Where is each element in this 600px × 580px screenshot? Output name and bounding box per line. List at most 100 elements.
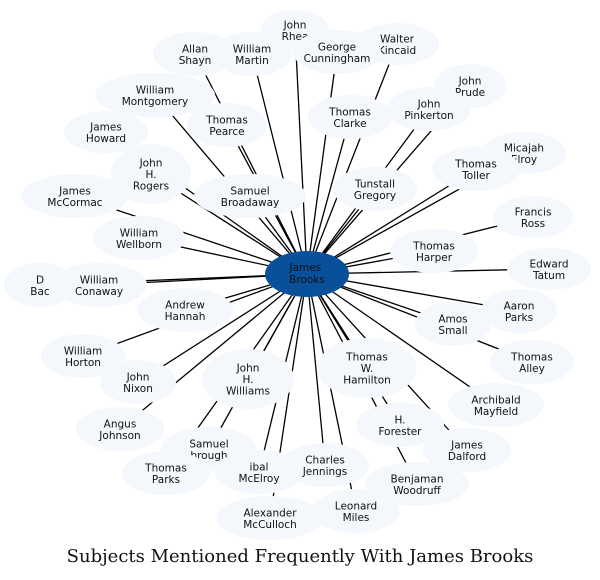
node-label-line: Walter — [380, 33, 415, 45]
node-label-line: Thomas — [328, 106, 371, 118]
node-shape — [507, 248, 591, 290]
node-label-line: James — [58, 185, 91, 197]
node-label-line: Archibald — [471, 394, 520, 406]
node-h-forester[interactable]: H.Forester — [356, 403, 444, 447]
node-label-line: Martin — [235, 55, 269, 67]
node-label-line: Williams — [226, 386, 270, 398]
node-shape — [95, 73, 215, 117]
node-label-line: Tatum — [532, 270, 565, 282]
node-label-line: Thomas — [510, 351, 553, 363]
node-label-line: Horton — [65, 357, 101, 369]
node-label-line: Charles — [305, 454, 345, 466]
node-label-line: Bac — [30, 286, 50, 298]
node-label-line: Jennings — [302, 466, 348, 478]
node-shape — [387, 87, 471, 131]
node-shape — [21, 174, 129, 218]
center-node-shape — [265, 251, 349, 297]
node-label-line: D — [36, 274, 44, 286]
node-label-line: Ross — [521, 218, 545, 230]
node-label-line: Edward — [529, 258, 568, 270]
center-label-line: James — [288, 262, 321, 274]
node-label-line: William — [136, 84, 174, 96]
node-label-line: brough — [190, 450, 227, 462]
node-shape — [194, 174, 306, 218]
node-label-line: Toller — [461, 170, 490, 182]
node-label-line: Thomas — [144, 462, 187, 474]
node-label-line: Thomas — [345, 352, 388, 364]
node-label-line: Alexander — [243, 507, 297, 519]
node-shape — [423, 428, 511, 472]
node-label-line: McElroy — [238, 473, 279, 485]
node-label-line: Parks — [152, 474, 180, 486]
node-shape — [137, 288, 233, 332]
node-label-line: Harper — [416, 252, 453, 264]
node-shape — [281, 443, 369, 487]
node-shape — [187, 103, 267, 147]
node-shape — [333, 167, 417, 211]
node-label-line: Thomas — [454, 158, 497, 170]
node-label-line: Samuel — [230, 185, 269, 197]
node-shape — [308, 95, 392, 139]
center-node-james-brooks[interactable]: James Brooks — [265, 251, 349, 297]
edge-john-nixon — [137, 273, 308, 383]
node-label-line: Conaway — [75, 286, 123, 298]
node-shape — [317, 338, 417, 398]
node-shape — [153, 32, 237, 76]
edge-archibald-mayfield — [306, 273, 497, 406]
node-label-line: Wellborn — [116, 239, 162, 251]
node-label-line: Clarke — [333, 118, 366, 130]
node-label-line: Thomas — [205, 114, 248, 126]
node-shape — [215, 450, 303, 494]
node-shape — [481, 289, 557, 333]
node-shape — [100, 360, 176, 404]
node-label-line: H. — [242, 374, 253, 386]
node-label-line: Micajah — [504, 142, 544, 154]
node-label: H.Forester — [379, 414, 423, 438]
node-label-line: John — [417, 98, 441, 110]
